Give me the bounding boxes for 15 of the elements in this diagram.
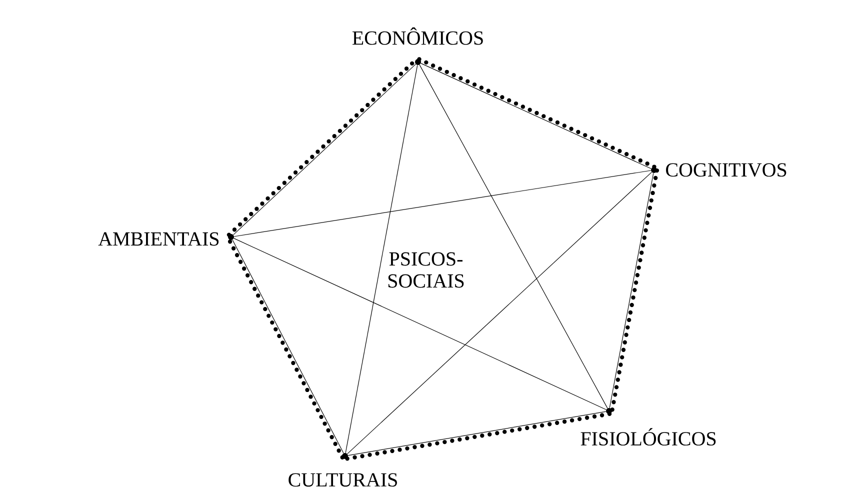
connecting-line: [347, 172, 652, 454]
connecting-line: [419, 64, 608, 408]
center-label: PSICOS- SOCIAIS: [388, 252, 464, 288]
connecting-line: [609, 172, 654, 408]
vertex-label: COGNITIVOS: [666, 163, 786, 177]
vertex-label: AMBIENTAIS: [98, 232, 219, 246]
connecting-line: [345, 64, 418, 454]
vertex-label: ECONÔMICOS: [352, 27, 483, 45]
connecting-line: [234, 238, 606, 410]
vertex-label: CULTURAIS: [288, 473, 397, 487]
connecting-line: [348, 411, 606, 456]
vertex-label: FISIOLÓGICOS: [580, 428, 716, 446]
dotted-edge: [343, 412, 612, 462]
dotted-edge: [610, 168, 660, 414]
connecting-line: [234, 170, 652, 237]
